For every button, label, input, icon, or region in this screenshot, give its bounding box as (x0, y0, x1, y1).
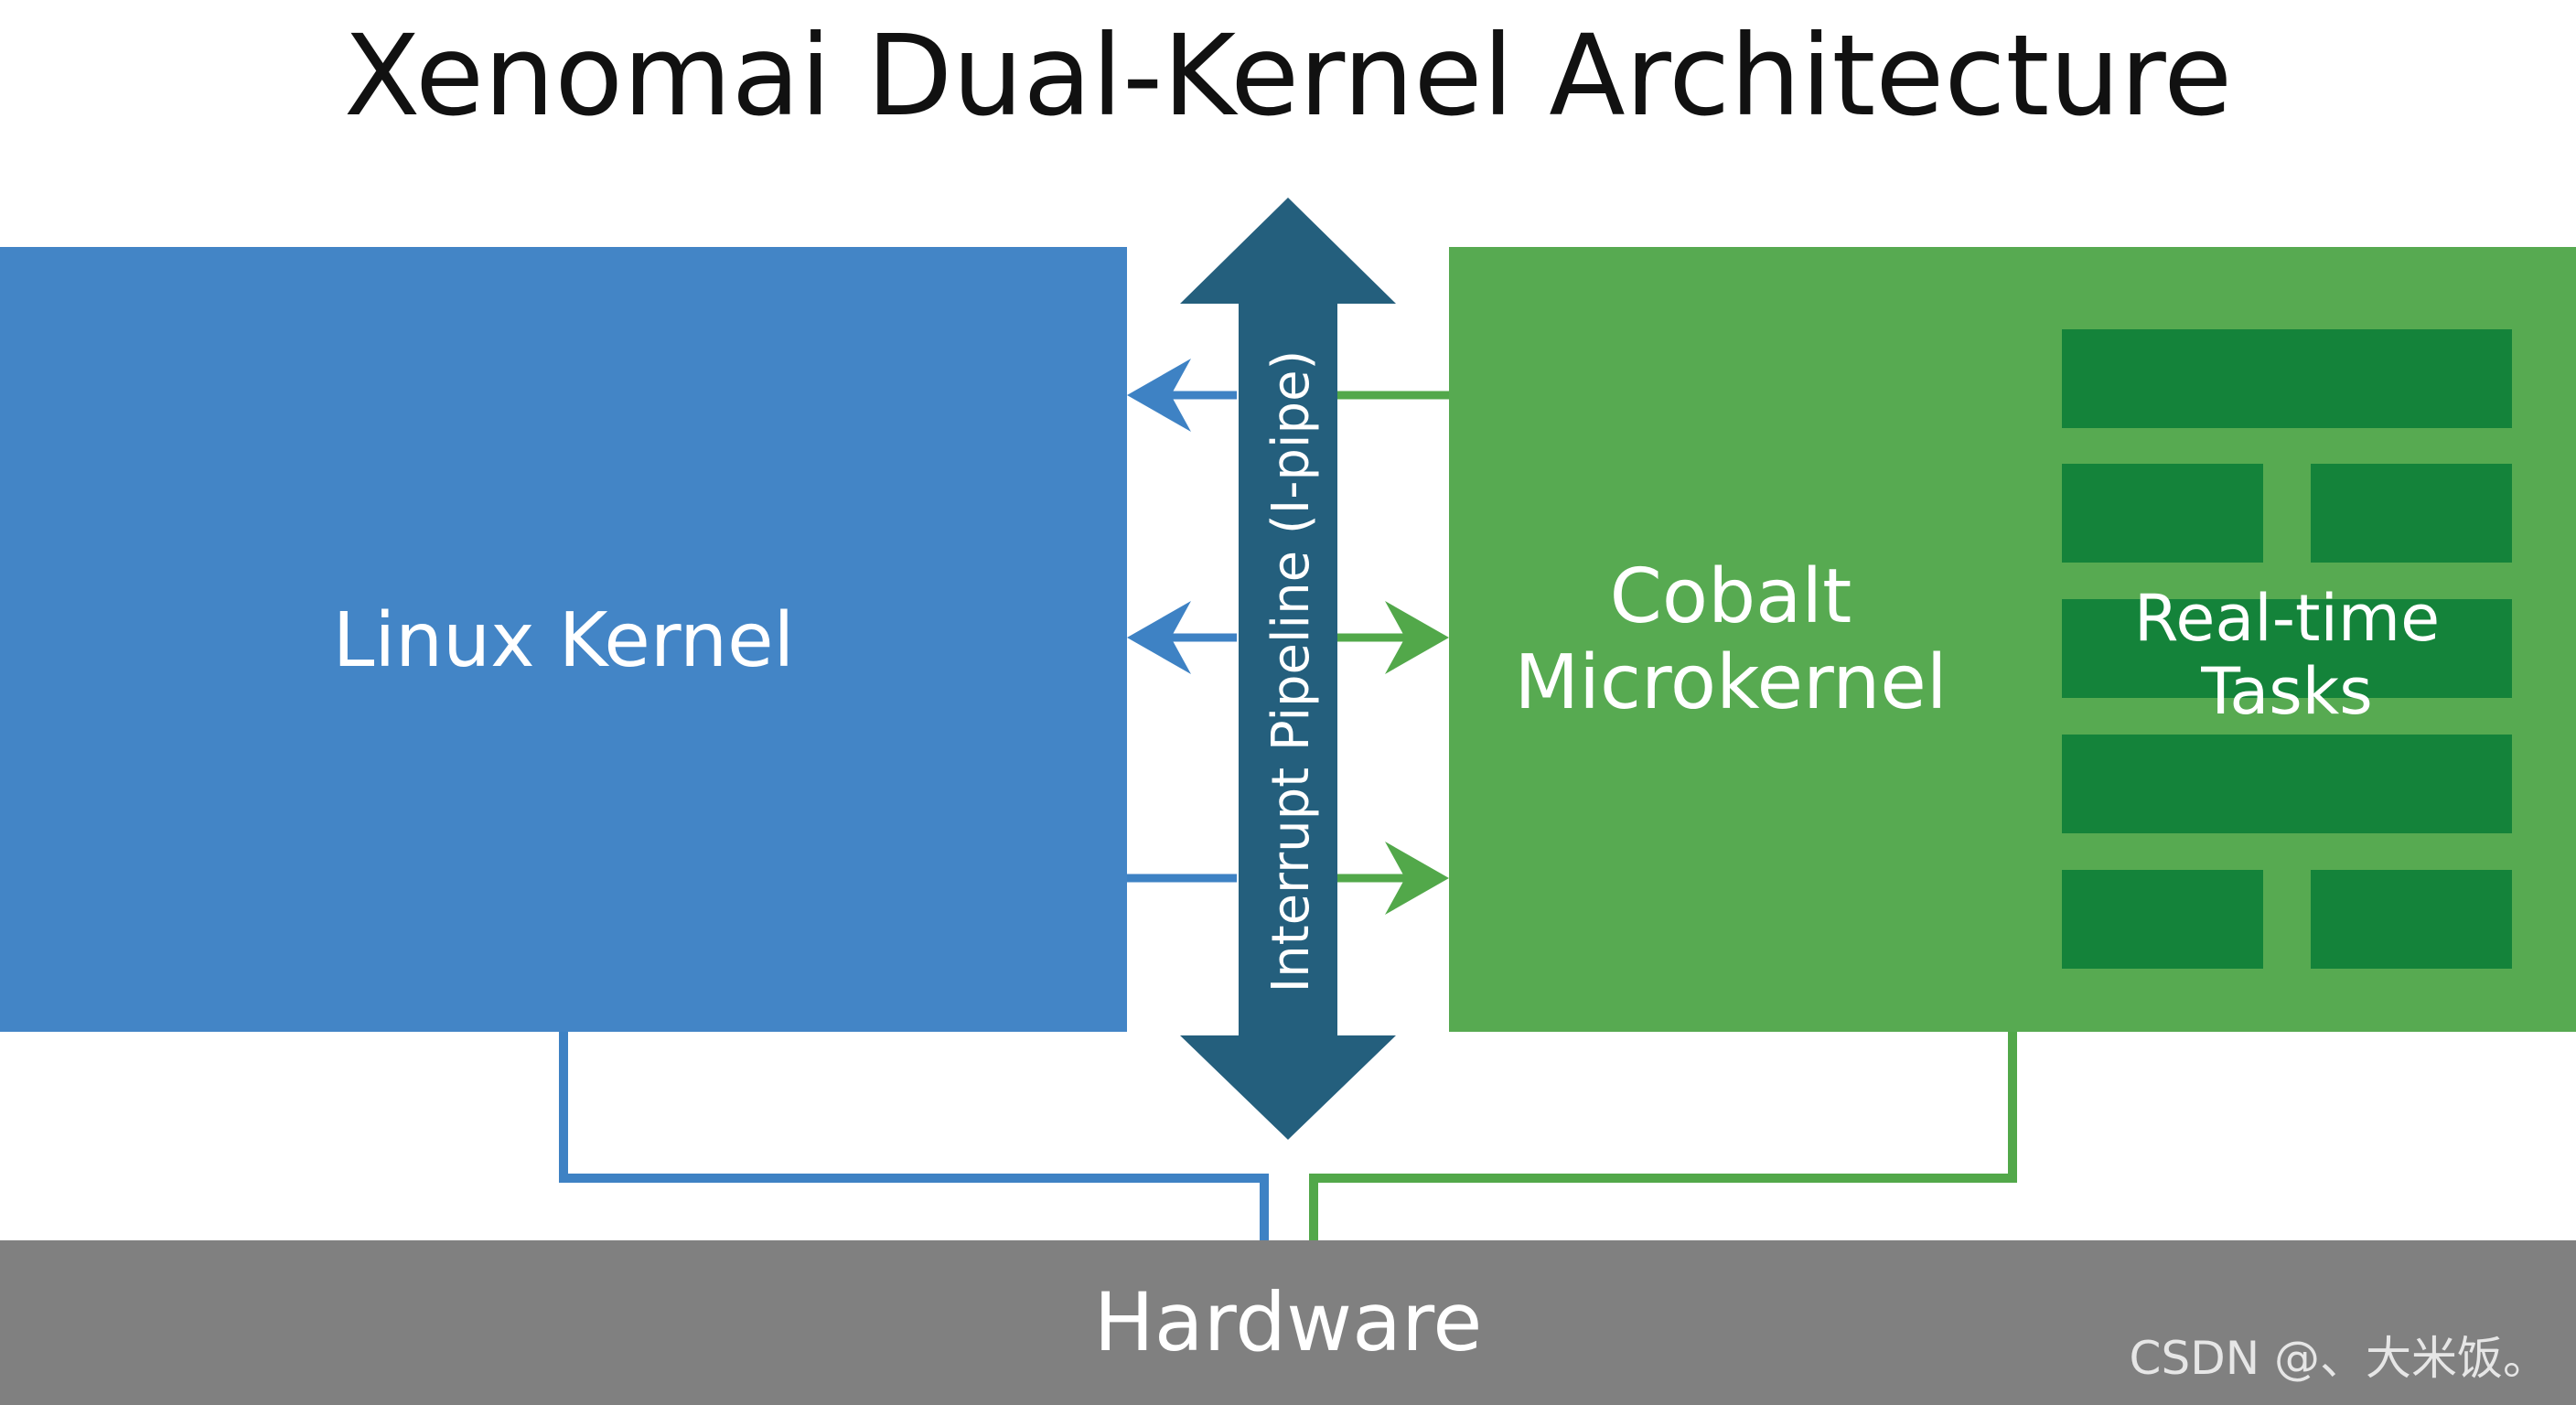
realtime-task-box (2062, 329, 2512, 428)
watermark-text: CSDN @、大米饭。 (2130, 1332, 2549, 1385)
realtime-task-box (2062, 870, 2263, 969)
pipeline-connector-row2 (1127, 601, 1449, 674)
linux-kernel-block (0, 247, 1127, 1032)
realtime-task-box (2062, 464, 2263, 563)
cobalt-label-line2: Microkernel (1514, 639, 1947, 726)
realtime-tasks-label-line1: Real-time (2134, 581, 2440, 656)
pipeline-connector-row3 (1127, 842, 1449, 915)
linux-kernel-label: Linux Kernel (333, 597, 795, 684)
interrupt-pipeline-label: Interrupt Pipeline (I-pipe) (1261, 350, 1321, 993)
diagram-title: Xenomai Dual-Kernel Architecture (344, 11, 2232, 141)
arrow-right-icon (1385, 601, 1449, 674)
linux-hardware-connector (559, 1032, 1269, 1244)
pipeline-connector-row1 (1127, 359, 1449, 432)
interrupt-pipeline-arrow (1180, 198, 1396, 1140)
realtime-task-box (2062, 599, 2512, 698)
cobalt-hardware-connector (1309, 1032, 2017, 1244)
cobalt-label-line1: Cobalt (1610, 553, 1852, 640)
realtime-tasks-label-line2: Tasks (2200, 654, 2373, 729)
hardware-layer (0, 1240, 2576, 1405)
arrow-left-icon (1127, 359, 1191, 432)
hardware-label: Hardware (1094, 1275, 1483, 1369)
arrow-left-icon (1127, 601, 1191, 674)
realtime-task-box (2062, 735, 2512, 833)
realtime-task-grid (2062, 329, 2512, 969)
arrow-right-icon (1385, 842, 1449, 915)
realtime-task-box (2311, 870, 2512, 969)
realtime-task-box (2311, 464, 2512, 563)
